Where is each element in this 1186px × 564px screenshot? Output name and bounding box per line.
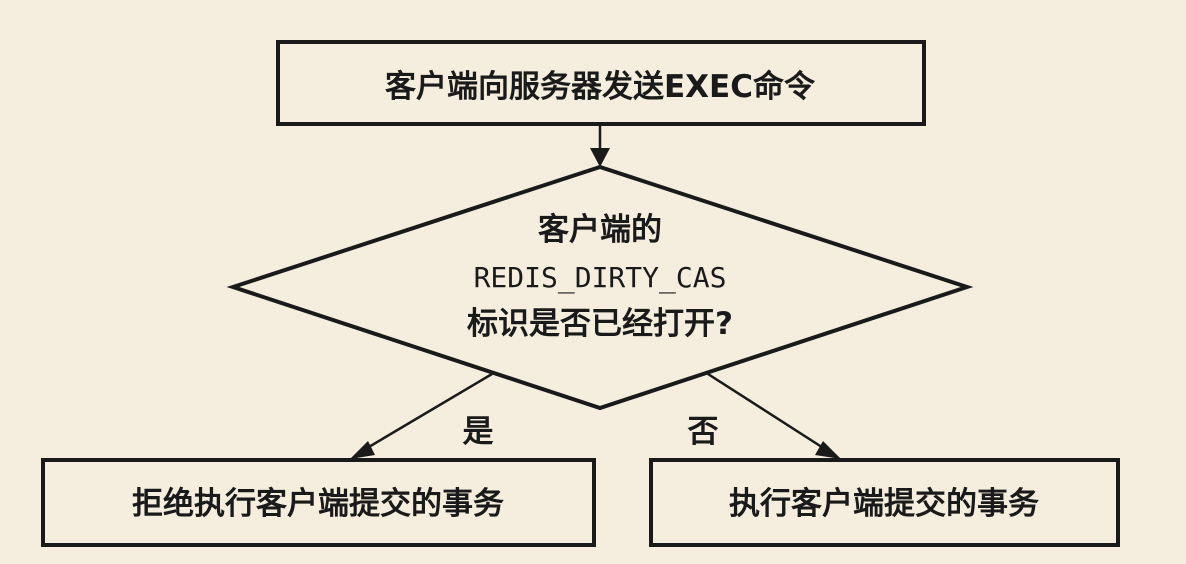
start-node-label: 客户端向服务器发送EXEC命令 <box>385 69 816 105</box>
decision-line-1: 客户端的 <box>538 212 662 248</box>
yes-label: 是 <box>463 414 494 450</box>
reject-node: 拒绝执行客户端提交的事务 <box>41 458 596 547</box>
start-node: 客户端向服务器发送EXEC命令 <box>276 40 926 126</box>
arrowhead-icon <box>350 441 375 459</box>
execute-node: 执行客户端提交的事务 <box>649 458 1120 547</box>
edge-yes: 是 <box>350 372 494 459</box>
arrowhead-icon <box>590 148 610 167</box>
decision-node: 客户端的 REDIS_DIRTY_CAS 标识是否已经打开? <box>226 164 974 411</box>
reject-node-label: 拒绝执行客户端提交的事务 <box>132 486 504 522</box>
arrowhead-icon <box>815 441 841 459</box>
edge-no: 否 <box>688 372 841 459</box>
decision-line-2: REDIS_DIRTY_CAS <box>474 261 727 295</box>
execute-node-label: 执行客户端提交的事务 <box>729 486 1039 522</box>
edge-start-to-decision <box>590 125 610 167</box>
decision-line-3: 标识是否已经打开? <box>467 306 733 342</box>
no-label: 否 <box>688 414 719 450</box>
